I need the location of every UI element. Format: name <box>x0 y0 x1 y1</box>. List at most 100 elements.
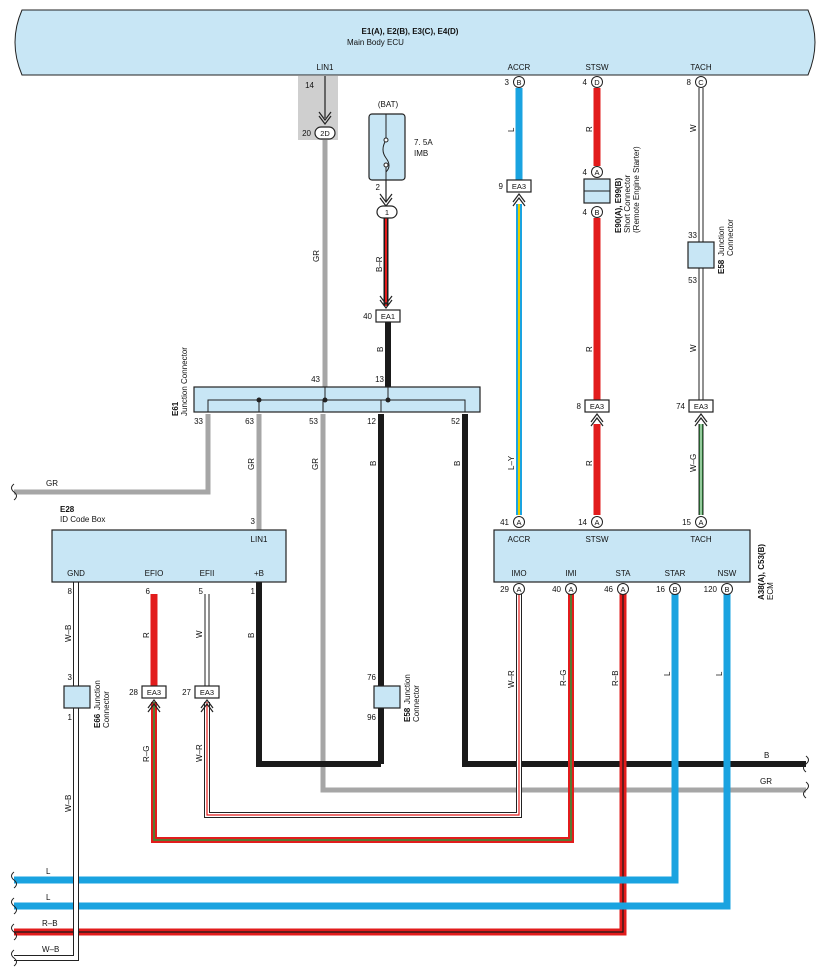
wire-label-gr-bus: GR <box>760 777 772 786</box>
efio-ea3-label: EA3 <box>147 688 161 697</box>
lin1-pin-no: 14 <box>305 81 314 90</box>
wire-label-w-b-1: W–B <box>64 625 73 642</box>
wire-label-b-r: B–R <box>375 256 384 272</box>
e61-pin-63: 63 <box>245 417 254 426</box>
ecm-sta-letter: A <box>620 585 625 594</box>
wire-label-b-1: B <box>376 347 385 352</box>
wire-label-l-nsw: L <box>715 671 724 676</box>
e61-pin-53: 53 <box>309 417 318 426</box>
bat-label: (BAT) <box>378 100 399 109</box>
wire-label-w-r-1: W–R <box>507 670 516 688</box>
wire-label-r-b-bus: R–B <box>42 919 58 928</box>
ecm-stsw-label: STSW <box>585 535 609 544</box>
accr-pin-no: 3 <box>505 78 510 87</box>
wire-label-l-bus-2: L <box>46 893 51 902</box>
fuse-imb: (BAT) 7. 5A IMB 2 1 <box>368 100 433 219</box>
stsw-ea3-pin: 8 <box>577 402 582 411</box>
e58-top-code: E58 <box>717 259 726 274</box>
e58-top-pin-bot: 53 <box>688 276 697 285</box>
e61-pin-12: 12 <box>367 417 376 426</box>
e90-code: E90(A), E99(B) <box>614 178 623 233</box>
stsw-ea3-label: EA3 <box>590 402 604 411</box>
wire-label-l-accr: L <box>507 127 516 132</box>
ecm-imi-label: IMI <box>565 569 576 578</box>
ea1-pin: 40 <box>363 312 372 321</box>
e66-name: Junction <box>93 680 102 710</box>
ea1-label: EA1 <box>381 312 395 321</box>
wire-label-l-bus-1: L <box>46 867 51 876</box>
e58-top-name2: Connector <box>726 219 735 256</box>
e28-lin-pin: 3 <box>251 517 256 526</box>
wire-label-r-b-1: R–B <box>611 670 620 686</box>
wire-label-w-b-2: W–B <box>64 795 73 812</box>
lin1-connector: 14 2D 20 <box>302 76 336 140</box>
e28-lin-label: LIN1 <box>251 535 268 544</box>
wire-label-r-g-1: R–G <box>559 670 568 686</box>
e66-junction-connector: 3 1 E66 Junction Connector <box>63 673 111 728</box>
ecm-stsw-letter: A <box>594 518 599 527</box>
accr-pin-letter: B <box>516 78 521 87</box>
e28-pin-no-6: 6 <box>146 587 151 596</box>
ecm-star-letter: B <box>672 585 677 594</box>
ecm-accr-letter: A <box>516 518 521 527</box>
ecm-accr-no: 41 <box>500 518 509 527</box>
e66-pin-bot: 1 <box>68 713 73 722</box>
ecm-sta-label: STA <box>616 569 632 578</box>
wire-label-b-2: B <box>369 461 378 466</box>
wire-label-w-g: W–G <box>689 454 698 472</box>
ecm-imo-no: 29 <box>500 585 509 594</box>
e28-pin-no-5: 5 <box>199 587 204 596</box>
wire-label-r-g-2: R–G <box>142 746 151 762</box>
wire-label-l-y: L–Y <box>507 455 516 470</box>
main-ecu-title: E1(A), E2(B), E3(C), E4(D) <box>362 27 459 36</box>
ecm-tach-letter: A <box>698 518 703 527</box>
fuse-rating: 7. 5A <box>414 138 433 147</box>
ecm-imo-letter: A <box>516 585 521 594</box>
e90-line1: Short Connector <box>623 174 632 233</box>
pin-label-stsw: STSW <box>585 63 609 72</box>
wire-label-gr-1: GR <box>312 250 321 262</box>
wire-label-w-b-bus: W–B <box>42 945 59 954</box>
wire-label-l-star: L <box>663 671 672 676</box>
e61-name: Junction Connector <box>180 347 189 416</box>
ecm-code: A38(A), C53(B) <box>757 544 766 600</box>
e28-code: E28 <box>60 505 75 514</box>
tach-ea3-label: EA3 <box>694 402 708 411</box>
fuse-name: IMB <box>414 149 428 158</box>
e90-short-connector: A 4 B 4 E90(A), E99(B) Short Connector (… <box>583 146 641 233</box>
e28-pin-gnd: GND <box>67 569 85 578</box>
accr-ea3-label: EA3 <box>512 182 526 191</box>
ecm-name: ECM <box>766 582 775 600</box>
e90-pin-top: 4 <box>583 168 588 177</box>
main-body-ecu: E1(A), E2(B), E3(C), E4(D) Main Body ECU… <box>14 9 816 76</box>
ecm-star-no: 16 <box>656 585 665 594</box>
tach-pin-no: 8 <box>687 78 692 87</box>
tach-pin-letter: C <box>698 78 704 87</box>
e28-pin-efio: EFIO <box>145 569 164 578</box>
ecm-sta-no: 46 <box>604 585 613 594</box>
e58-top-name: Junction <box>717 226 726 256</box>
e28-id-code-box: E28 ID Code Box 3 LIN1 GND EFIO EFII +B … <box>51 505 287 596</box>
wire-label-w-2: W <box>689 344 698 352</box>
e58-bot-pin-bot: 96 <box>367 713 376 722</box>
wire-label-r-2: R <box>585 346 594 352</box>
ecm-nsw-letter: B <box>724 585 729 594</box>
e90-letter-bot: B <box>594 208 599 217</box>
e58-bot-code: E58 <box>403 707 412 722</box>
e90-letter-top: A <box>594 168 599 177</box>
tach-ea3-connector: EA3 74 <box>676 399 714 427</box>
wire-label-r-1: R <box>585 126 594 132</box>
e90-line2: (Remote Engine Starter) <box>632 146 641 233</box>
e58-bot-name2: Connector <box>412 685 421 722</box>
e58-top-pin-top: 33 <box>688 231 697 240</box>
e28-pin-no-1: 1 <box>251 587 256 596</box>
efio-ea3-pin: 28 <box>129 688 138 697</box>
e66-pin-top: 3 <box>68 673 73 682</box>
accr-ea3-pin: 9 <box>499 182 504 191</box>
ea1-connector: EA1 40 <box>363 295 401 323</box>
wire-label-w-1: W <box>689 124 698 132</box>
e58-bot-name: Junction <box>403 674 412 704</box>
stsw-pin-letter: D <box>594 78 600 87</box>
ecm-imo-label: IMO <box>511 569 526 578</box>
